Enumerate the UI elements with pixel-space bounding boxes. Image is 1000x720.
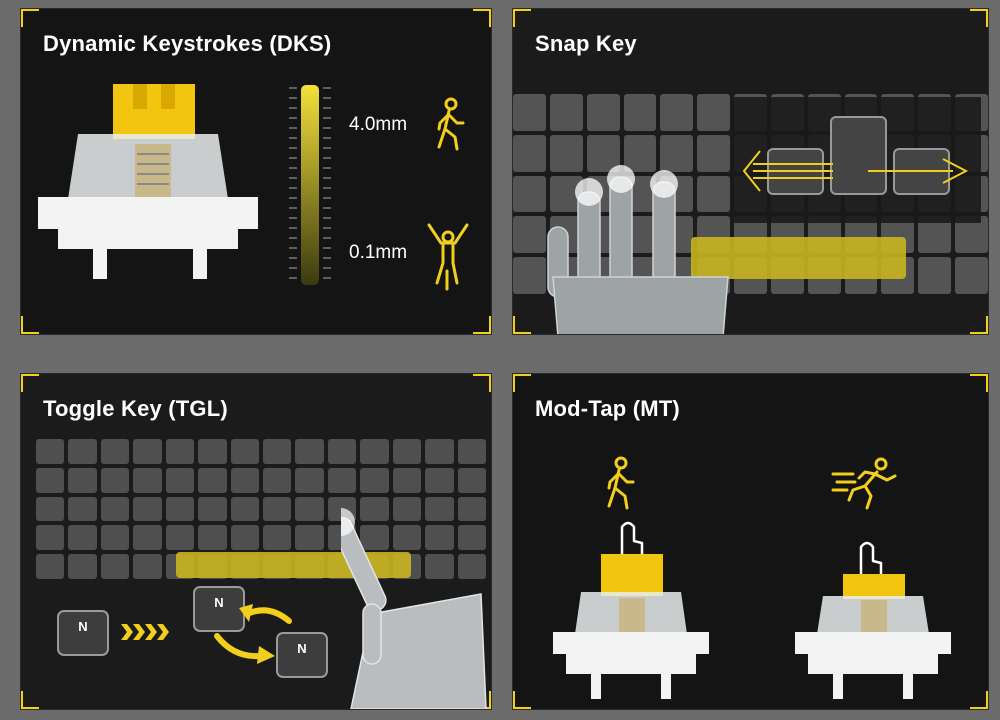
corner-accent <box>21 691 39 709</box>
toggle-arrows <box>214 604 292 664</box>
double-arrow-icon <box>121 624 169 640</box>
corner-accent <box>513 691 531 709</box>
snap-diagram <box>742 116 969 195</box>
toggle-key-panel: N N N Toggle Key (TGL) <box>20 373 492 710</box>
corner-accent <box>21 316 39 334</box>
walking-person-icon <box>607 456 635 510</box>
corner-accent <box>970 691 988 709</box>
jumping-person-icon <box>427 223 469 291</box>
corner-accent <box>473 9 491 27</box>
n-keycap-up: N <box>193 586 245 632</box>
n-keycap-down: N <box>276 632 328 678</box>
mod-tap-panel: Mod-Tap (MT) <box>512 373 989 710</box>
panel-title: Snap Key <box>535 31 637 56</box>
travel-max-label: 4.0mm <box>349 114 408 135</box>
panel-title: Dynamic Keystrokes (DKS) <box>43 31 332 56</box>
panel-title: Toggle Key (TGL) <box>43 396 228 421</box>
pointing-hand-icon <box>620 521 644 559</box>
switch-pressed-full <box>795 574 951 699</box>
corner-accent <box>473 316 491 334</box>
snap-key-panel: Snap Key <box>512 8 989 335</box>
corner-accent <box>21 374 39 392</box>
travel-gauge <box>289 85 331 285</box>
robot-hand-illustration <box>547 165 729 334</box>
travel-min-label: 0.1mm <box>349 242 408 263</box>
corner-accent <box>970 9 988 27</box>
corner-accent <box>970 374 988 392</box>
switch-illustration <box>38 84 258 279</box>
n-keycap: N <box>57 610 109 656</box>
walking-person-icon <box>437 97 465 151</box>
corner-accent <box>21 9 39 27</box>
dks-panel: Dynamic Keystrokes (DKS) 4.0mm 0.1mm <box>20 8 492 335</box>
panel-title: Mod-Tap (MT) <box>535 396 680 421</box>
robot-hand-illustration <box>341 508 487 709</box>
corner-accent <box>513 9 531 27</box>
corner-accent <box>970 316 988 334</box>
space-bar <box>691 237 906 279</box>
corner-accent <box>513 374 531 392</box>
pointing-hand-icon <box>859 541 883 579</box>
corner-accent <box>473 374 491 392</box>
switch-pressed-partial <box>553 554 709 699</box>
running-person-icon <box>831 457 897 510</box>
corner-accent <box>513 316 531 334</box>
